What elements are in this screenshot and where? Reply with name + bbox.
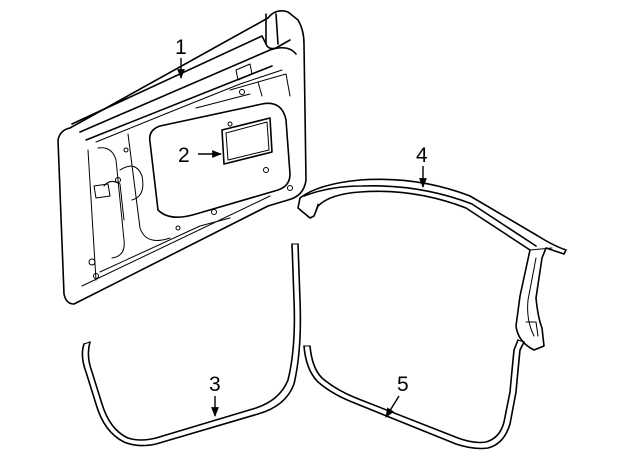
access-cover [221, 117, 273, 165]
callout-label-4: 4 [416, 144, 428, 167]
lower-rear-weatherstrip [303, 339, 525, 450]
callout-1: 1 [175, 36, 187, 79]
callout-2: 2 [178, 144, 222, 167]
lower-front-weatherstrip [81, 243, 302, 447]
callout-label-3: 3 [209, 373, 221, 396]
callout-3: 3 [209, 373, 221, 417]
callout-label-5: 5 [397, 373, 409, 396]
callout-5: 5 [385, 373, 409, 418]
callout-label-1: 1 [175, 36, 187, 59]
callout-4: 4 [416, 144, 428, 188]
frame-weatherstrip [297, 178, 567, 351]
callout-label-2: 2 [178, 144, 190, 167]
